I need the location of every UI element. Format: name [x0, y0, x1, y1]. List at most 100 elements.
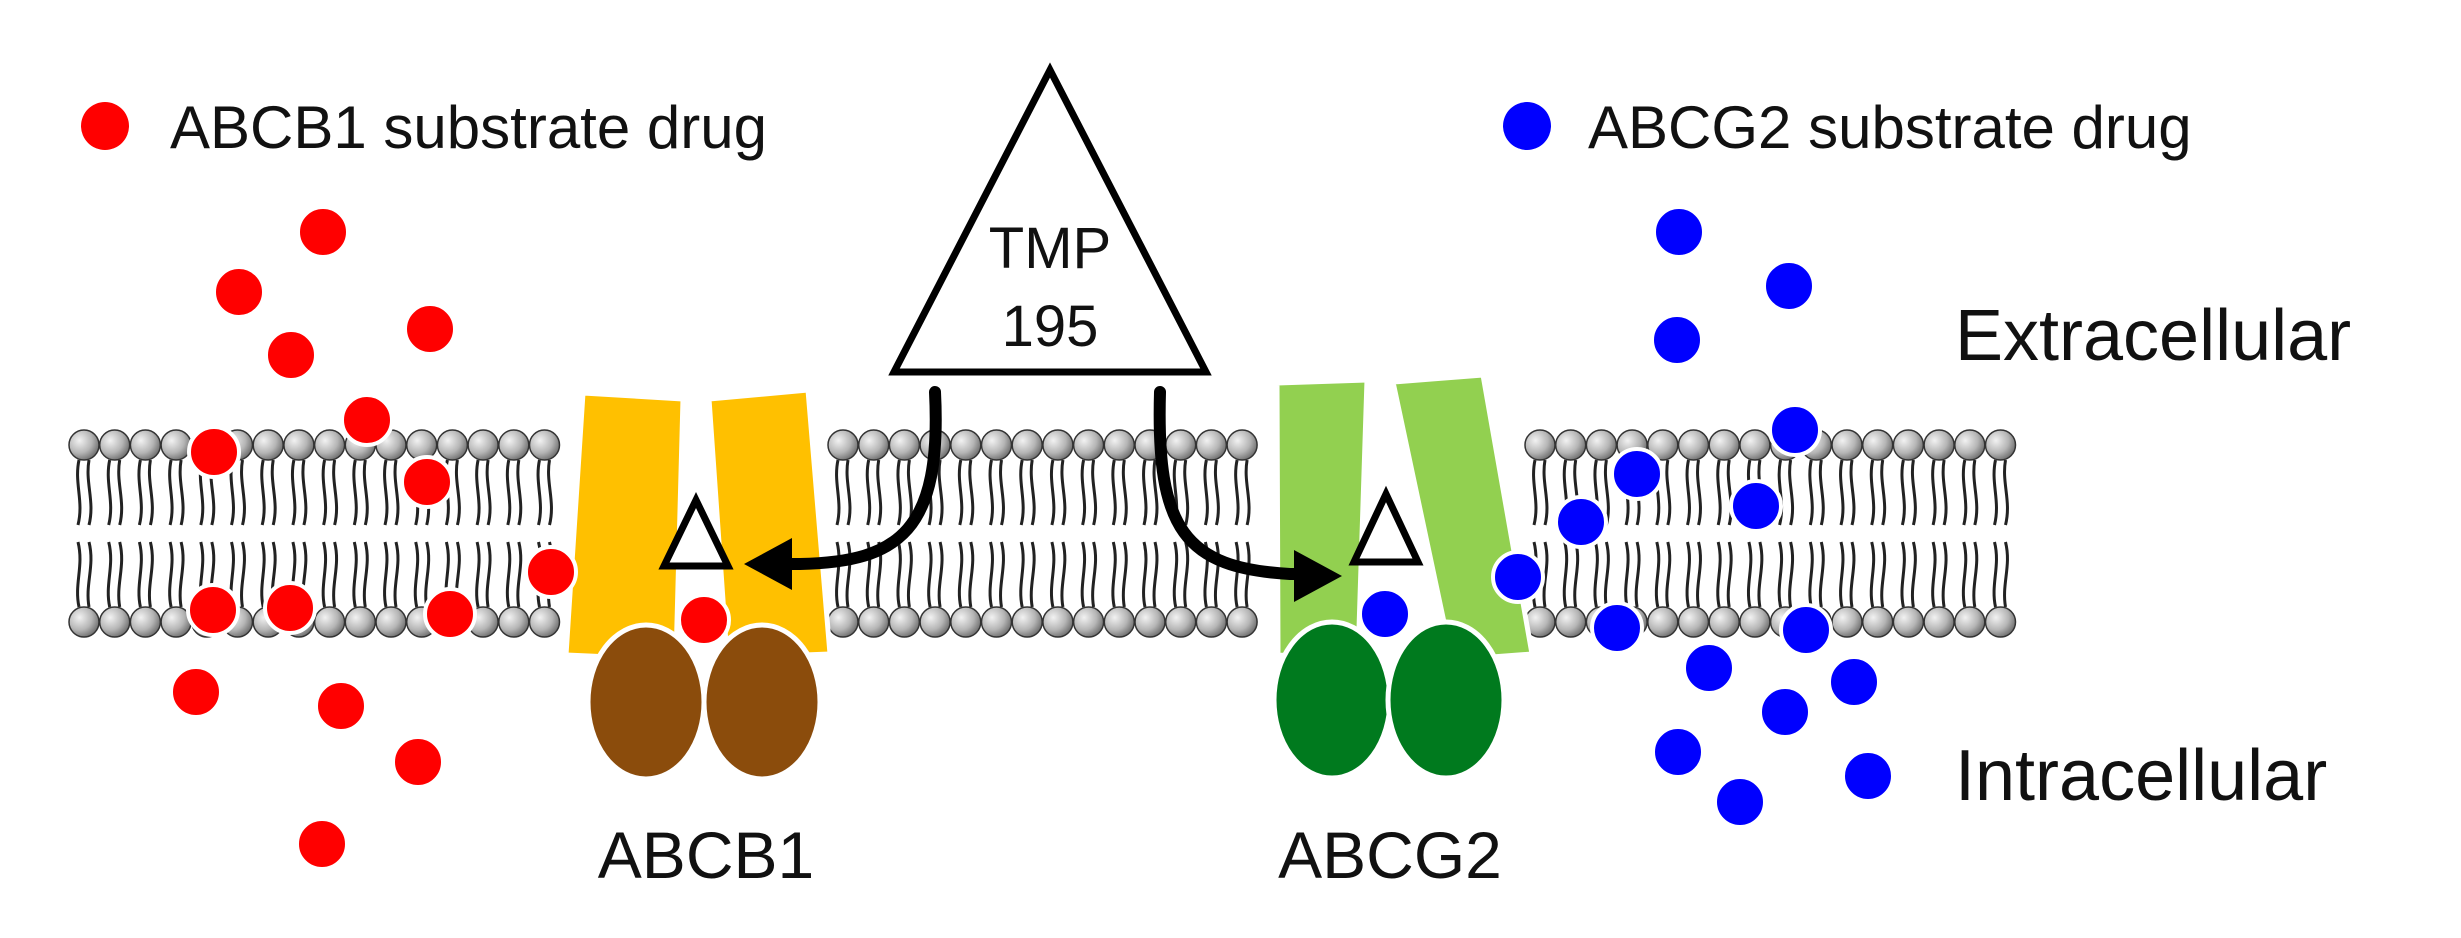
lipid-head — [857, 606, 890, 638]
lipid-tail — [1961, 459, 1968, 526]
abcg2-substrate-drug-dot — [1713, 775, 1767, 829]
lipid-tail — [1091, 541, 1098, 608]
lipid-tail — [1880, 459, 1887, 526]
lipid-tail — [475, 541, 481, 608]
lipid-tail — [383, 541, 389, 608]
lipid-tail — [1562, 541, 1569, 608]
lipid-tail — [1183, 541, 1190, 608]
lipid-tail — [2003, 459, 2009, 526]
lipid-tail — [1091, 459, 1098, 526]
lipid-head — [827, 429, 859, 461]
lipid-head — [1831, 429, 1863, 461]
lipid-tail — [1152, 459, 1159, 526]
lipid-tail — [1900, 541, 1906, 608]
lipid-head — [313, 606, 346, 638]
lipid-tail — [1029, 459, 1036, 526]
abcb1-transporter — [563, 387, 833, 782]
abcg2-substrate-drug-dot — [1610, 447, 1664, 501]
abcb1-substrate-drug-dot — [314, 679, 368, 733]
lipid-tail — [968, 459, 975, 526]
arrow-to-abcg2-head — [1294, 550, 1342, 602]
lipid-tail — [1049, 541, 1056, 608]
lipid-tail — [1941, 541, 1948, 608]
lipid-tail — [1961, 541, 1968, 608]
abcb1-nbd-right — [701, 622, 823, 782]
lipid-tail — [1111, 541, 1117, 608]
lipid-head — [1677, 429, 1710, 461]
abcb1-substrate-drug-dot — [340, 393, 394, 447]
lipid-tail — [137, 459, 143, 526]
lipid-tail — [1121, 541, 1128, 608]
lipid-tail — [1142, 459, 1148, 526]
lipid-tail — [76, 541, 82, 608]
abcb1-substrate-drug-dot — [400, 455, 454, 509]
lipid-tail — [999, 459, 1005, 526]
lipid-tail — [988, 459, 994, 526]
lipid-head — [1923, 429, 1955, 461]
lipid-head — [1164, 429, 1197, 461]
lipid-head — [528, 606, 561, 638]
abcb1-substrate-drug-dot — [187, 425, 241, 479]
lipid-tail — [1900, 459, 1906, 526]
lipid-head — [1923, 606, 1955, 638]
abcb1-substrate-drug-dot — [524, 545, 578, 599]
abcb1-substrate-drug-dot — [677, 593, 731, 647]
lipid-tail — [106, 541, 113, 608]
lipid-tail — [1757, 541, 1764, 608]
lipid-tail — [117, 459, 124, 526]
abcb1-substrate-drug-dot — [263, 581, 317, 635]
abcg2-substrate-drug-dot — [1762, 259, 1816, 313]
arrow-to-abcg2 — [1153, 386, 1311, 580]
lipid-tail — [424, 541, 431, 608]
lipid-head — [827, 606, 859, 638]
lipid-tail — [1777, 541, 1784, 608]
lipid-tail — [547, 459, 553, 526]
lipid-tail — [1685, 459, 1691, 526]
lipid-tail — [352, 459, 358, 526]
lipid-tail — [1542, 541, 1549, 608]
lipid-tail — [1203, 459, 1209, 526]
abcb1-substrate-drug-dot — [264, 328, 318, 382]
lipid-tail — [1573, 541, 1580, 608]
abcg2-tmd-right — [1389, 372, 1535, 663]
legend-abcb1-swatch — [81, 102, 129, 150]
lipid-tail — [1049, 459, 1056, 526]
lipid-head — [1042, 606, 1074, 638]
lipid-tail — [1880, 541, 1887, 608]
lipid-tail — [1080, 541, 1087, 608]
lipid-head — [1861, 429, 1894, 461]
abcb1-substrate-drug-dot — [403, 302, 457, 356]
lipid-head — [1226, 429, 1258, 461]
abcb1-substrate-drug-dot — [391, 735, 445, 789]
lipid-head — [1708, 429, 1740, 461]
lipid-tail — [454, 459, 461, 526]
lipid-tail — [1808, 459, 1814, 526]
lipid-tail — [999, 541, 1005, 608]
lipid-tail — [1716, 541, 1722, 608]
lipid-head — [1072, 429, 1105, 461]
lipid-head — [1195, 429, 1228, 461]
tmp195-number: 195 — [1002, 294, 1099, 359]
lipid-tail — [988, 541, 994, 608]
lipid-tail — [1746, 541, 1753, 608]
lipid-tail — [362, 541, 369, 608]
lipid-tail — [475, 459, 481, 526]
lipid-tail — [332, 541, 339, 608]
legend-abcg2-swatch — [1503, 102, 1551, 150]
lipid-tail — [1685, 541, 1691, 608]
abcb1-bound-inhibitor-triangle — [658, 491, 734, 570]
lipid-tail — [1972, 541, 1979, 608]
lipid-head — [1984, 606, 2017, 638]
lipid-tail — [301, 459, 308, 526]
lipid-tail — [1910, 459, 1917, 526]
abcb1-substrate-drug-dot — [423, 587, 477, 641]
abcg2-label: ABCG2 — [1278, 818, 1502, 892]
lipid-tail — [413, 541, 420, 608]
abcg2-bound-inhibitor-triangle — [1348, 485, 1424, 566]
lipid-tail — [1060, 459, 1067, 526]
abcb1-substrate-drug-dot — [169, 665, 223, 719]
lipid-tail — [516, 541, 523, 608]
lipid-head — [1072, 606, 1105, 638]
lipid-tail — [1029, 541, 1036, 608]
lipid-tail — [1654, 541, 1661, 608]
